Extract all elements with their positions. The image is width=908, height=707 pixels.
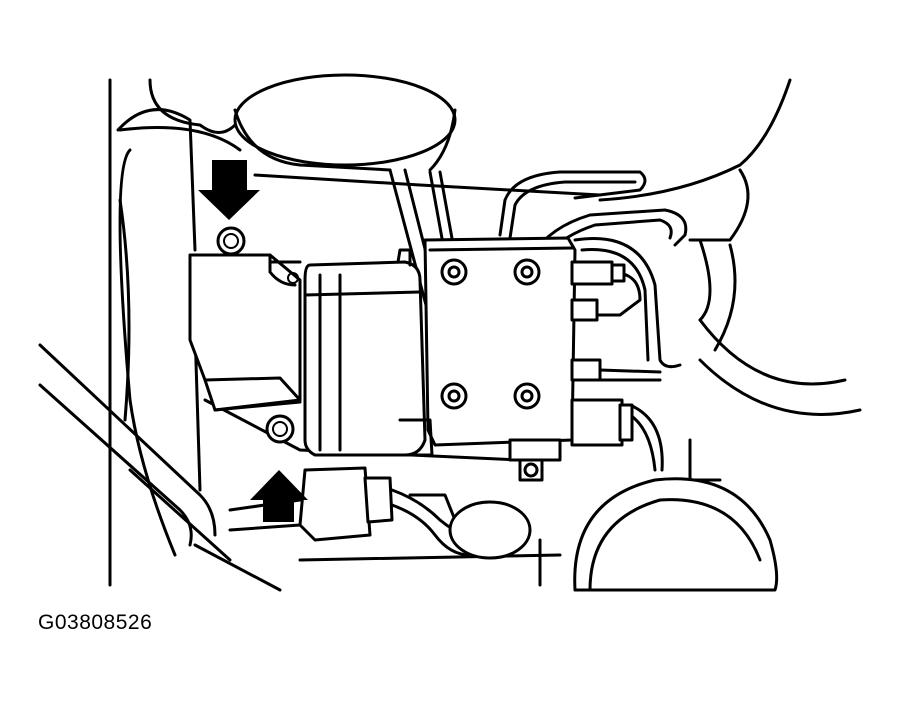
round-reservoir	[573, 477, 779, 592]
hydraulic-block	[398, 236, 577, 482]
side-port-fittings	[570, 260, 634, 447]
right-hose	[698, 238, 862, 416]
mounting-bolt-upper	[216, 226, 246, 256]
tube-fittings	[440, 258, 541, 410]
pump-motor	[303, 248, 427, 457]
callout-arrow-up	[250, 470, 308, 522]
lower-left-crossbar	[38, 343, 282, 592]
mounting-bolt-lower	[265, 414, 295, 444]
strut-tower-top	[233, 73, 457, 172]
figure-code-label: G03808526	[38, 611, 153, 634]
right-body-panel	[253, 78, 792, 242]
left-oval-component	[118, 78, 237, 557]
abs-control-module	[188, 253, 302, 412]
wiring-connector	[228, 466, 532, 560]
callout-arrow-down	[198, 160, 260, 220]
left-frame-rail	[108, 78, 242, 587]
